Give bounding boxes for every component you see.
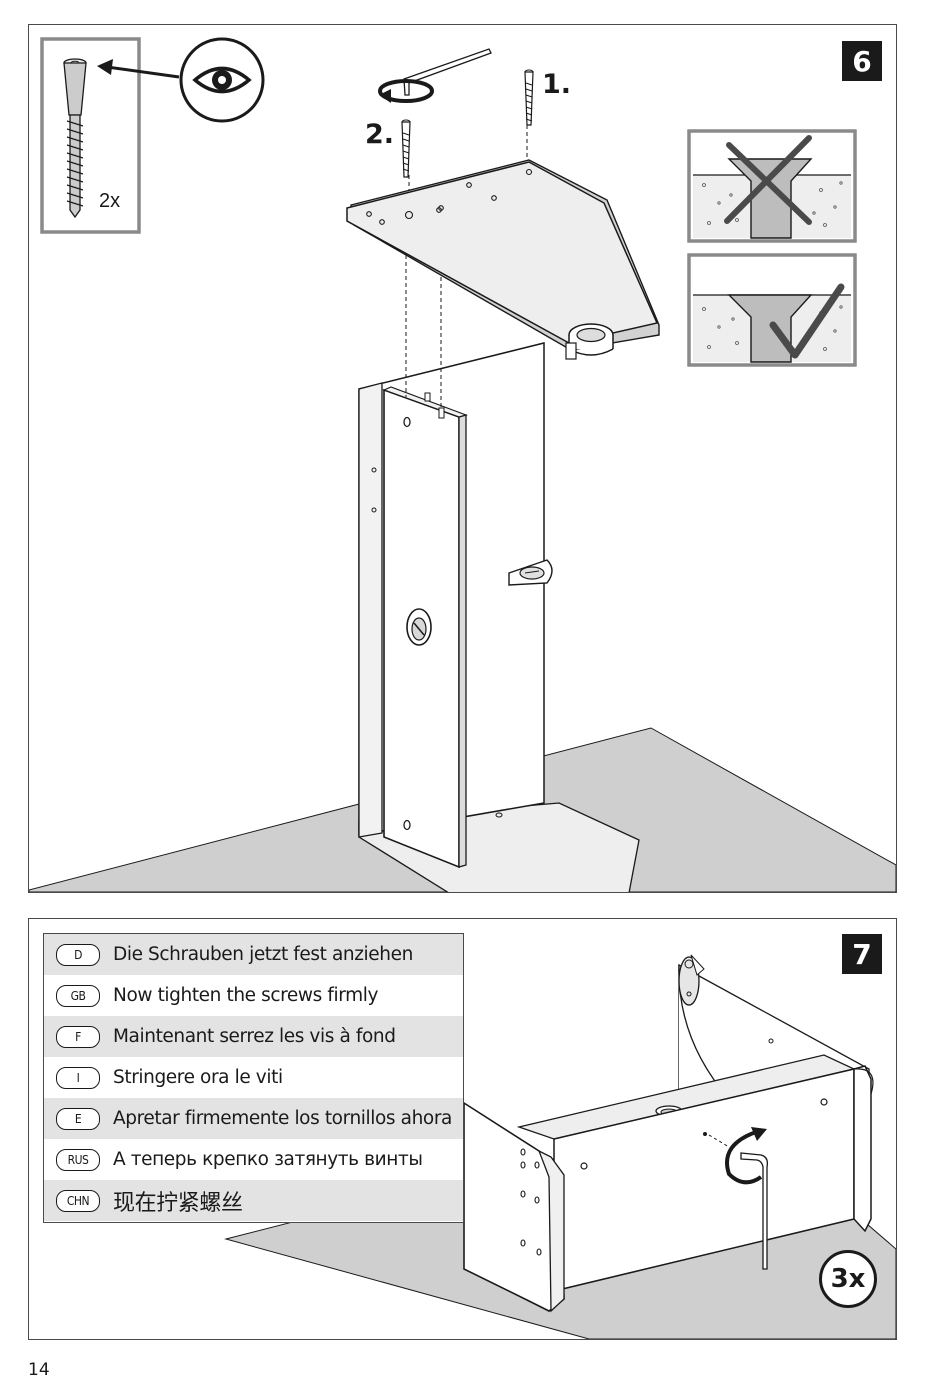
instruction-text: Maintenant serrez les vis à fond (113, 1026, 396, 1047)
instruction-text: Stringere ora le viti (113, 1067, 283, 1088)
step-number-badge: 6 (842, 41, 882, 81)
instruction-text: 现在拧紧螺丝 (113, 1190, 243, 1216)
step-6-illustration (29, 37, 896, 892)
instruction-text: Die Schrauben jetzt fest anziehen (113, 944, 413, 965)
instruction-text: Apretar firmemente los tornillos ahora (113, 1108, 452, 1129)
language-code: CHN (56, 1189, 100, 1212)
instruction-row-fr: F Maintenant serrez les vis à fond (44, 1016, 463, 1057)
step-7-panel: 7 3x D Die Schrauben jetzt fest anziehen… (28, 918, 897, 1340)
instruction-row-de: D Die Schrauben jetzt fest anziehen (44, 934, 463, 975)
order-label-first: 1. (542, 69, 572, 100)
language-code: F (56, 1025, 100, 1048)
step-6-panel: 6 1. 2. 2x (28, 24, 897, 893)
screw-1 (524, 69, 534, 126)
language-code: E (56, 1107, 100, 1130)
screw-detail-frame (40, 37, 141, 234)
step-number-badge: 7 (842, 934, 882, 974)
instruction-row-it: I Stringere ora le viti (44, 1057, 463, 1098)
language-code: GB (56, 984, 100, 1007)
instruction-row-cn: CHN 现在拧紧螺丝 (44, 1180, 463, 1221)
language-code: I (56, 1066, 100, 1089)
instruction-text: Now tighten the screws firmly (113, 985, 378, 1006)
rotate-arrow-icon (725, 1127, 767, 1185)
allen-key-icon (403, 48, 492, 96)
repeat-count-badge: 3x (819, 1250, 877, 1308)
language-code: D (56, 943, 100, 966)
screw-2 (401, 119, 411, 178)
instruction-text: А теперь крепко затянуть винты (113, 1149, 423, 1170)
wrong-countersink-icon (687, 129, 857, 243)
language-code: RUS (56, 1148, 100, 1171)
screw-quantity: 2x (99, 190, 121, 212)
rotate-arrow-icon (378, 79, 434, 103)
top-board (346, 161, 659, 344)
instruction-row-es: E Apretar firmemente los tornillos ahora (44, 1098, 463, 1139)
order-label-second: 2. (365, 119, 395, 150)
correct-countersink-icon (687, 253, 857, 367)
instruction-row-ru: RUS А теперь крепко затянуть винты (44, 1139, 463, 1180)
hinge-plate (678, 954, 705, 1006)
page-number: 14 (28, 1360, 50, 1380)
eye-icon (179, 37, 265, 123)
allen-key-icon (740, 1152, 769, 1270)
instruction-box: D Die Schrauben jetzt fest anziehen GB N… (43, 933, 464, 1223)
screw-icon (63, 58, 87, 219)
instruction-row-gb: GB Now tighten the screws firmly (44, 975, 463, 1016)
